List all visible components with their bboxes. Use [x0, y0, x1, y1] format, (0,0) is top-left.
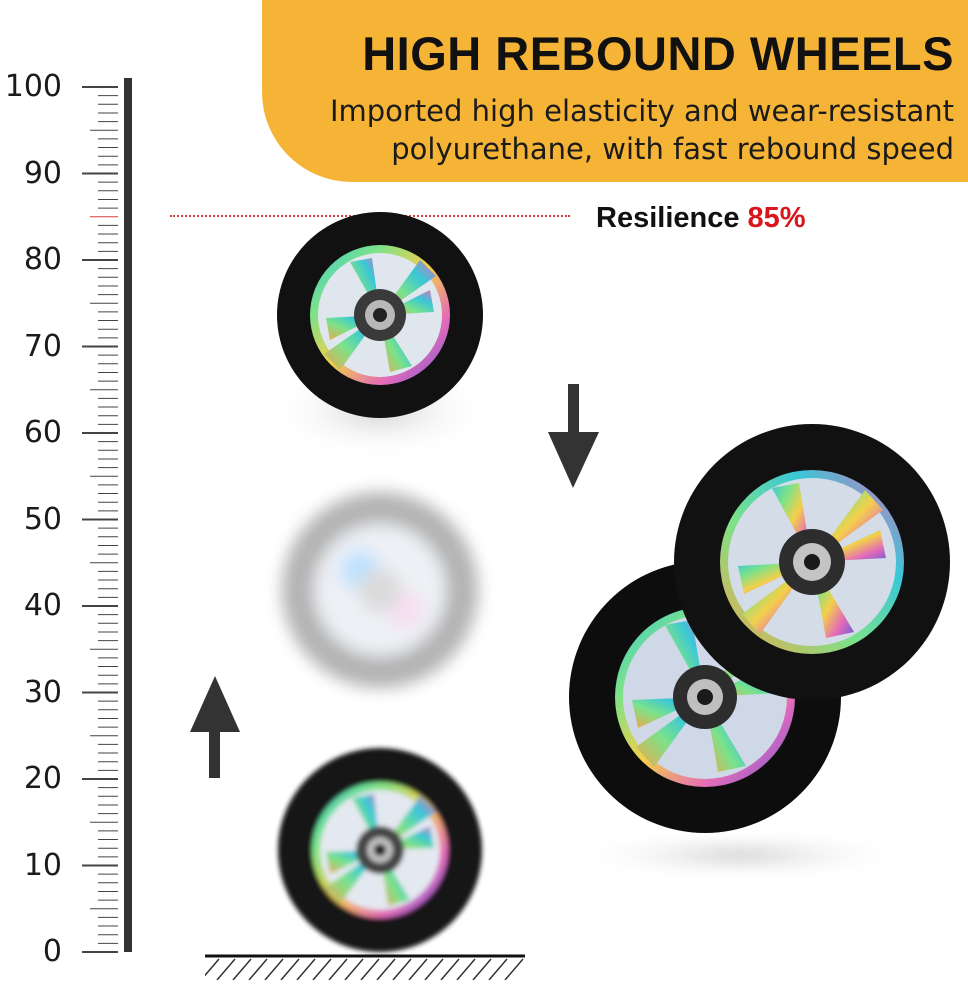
- banner-subtitle: Imported high elasticity and wear-resist…: [330, 92, 954, 168]
- scale-bar: [124, 78, 132, 952]
- up-arrow-icon: [190, 676, 240, 778]
- scale-label: 30: [23, 674, 62, 710]
- ground-hatch-line: [424, 958, 444, 980]
- wheel-bottom: [278, 748, 482, 952]
- ground-hatch-line: [376, 958, 396, 980]
- ground-hatch-line: [248, 958, 268, 980]
- scale-label: 80: [23, 242, 62, 277]
- ground-hatch-line: [264, 958, 284, 980]
- ground-hatch-line: [205, 958, 220, 977]
- banner-subtitle-line-2: polyurethane, with fast rebound speed: [391, 132, 954, 166]
- ground-hatch-line: [472, 958, 492, 980]
- down-arrow-icon: [548, 384, 599, 488]
- ground-hatch-line: [408, 958, 428, 980]
- ground-hatch-line: [360, 958, 380, 980]
- scale-label: 60: [23, 415, 62, 450]
- scale-label: 40: [23, 588, 62, 623]
- ground-hatch-line: [504, 958, 524, 980]
- ground-hatch-line: [232, 958, 252, 980]
- banner-subtitle-line-1: Imported high elasticity and wear-resist…: [329, 94, 954, 128]
- product-wheels-pair: [565, 424, 950, 873]
- resilience-value: 85%: [747, 202, 806, 234]
- header-banner: HIGH REBOUND WHEELS Imported high elasti…: [262, 0, 968, 182]
- scale-label: 20: [23, 761, 62, 796]
- resilience-label: Resilience 85%: [596, 202, 806, 235]
- ground-hatch-line: [392, 958, 412, 980]
- product-wheel-front: [674, 424, 950, 700]
- ground-hatch-line: [312, 958, 332, 980]
- ground-hatch-line: [328, 958, 348, 980]
- height-scale: [0, 0, 140, 980]
- resilience-text: Resilience: [596, 202, 740, 234]
- ground-hatch-line: [344, 958, 364, 980]
- ground-hatch-line: [296, 958, 316, 980]
- ground-hatch-line: [280, 958, 300, 980]
- banner-title: HIGH REBOUND WHEELS: [362, 27, 954, 80]
- scale-label: 50: [23, 501, 62, 537]
- scale-label: 90: [23, 155, 62, 191]
- scale-label: 70: [23, 328, 62, 364]
- ground-hatch-line: [216, 958, 236, 980]
- ground-hatch-line: [488, 958, 508, 980]
- scale-label: 100: [4, 69, 62, 104]
- scale-label: 0: [42, 934, 62, 969]
- ground-hatch-line: [440, 958, 460, 980]
- ground-surface: [205, 954, 525, 980]
- scale-label: 10: [23, 847, 62, 883]
- wheel-top: [270, 212, 490, 455]
- scale-ruler: [82, 78, 132, 953]
- ground-hatch-line: [456, 958, 476, 980]
- wheel-middle-blurred: [282, 492, 478, 688]
